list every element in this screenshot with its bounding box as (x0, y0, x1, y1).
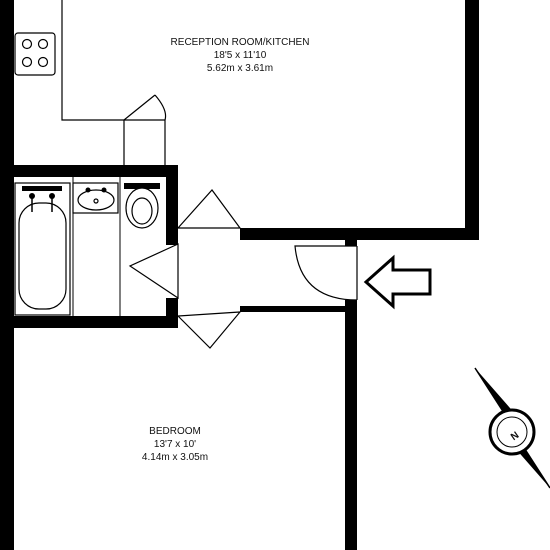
reception-name: RECEPTION ROOM/KITCHEN (171, 37, 310, 48)
basin-icon (72, 182, 119, 214)
bedroom-name: BEDROOM (149, 426, 201, 437)
reception-label: RECEPTION ROOM/KITCHEN 18'5 x 11'10 5.62… (171, 37, 310, 74)
hob-icon (14, 32, 56, 76)
north-compass-icon: N (474, 367, 550, 489)
entrance-arrow-icon (363, 254, 432, 310)
bedroom-label: BEDROOM 13'7 x 10' 4.14m x 3.05m (142, 426, 208, 463)
walls (0, 0, 479, 550)
bedroom-dims-metric: 4.14m x 3.05m (142, 452, 208, 463)
entrance-door[interactable] (294, 245, 358, 301)
reception-door[interactable] (176, 189, 242, 229)
reception-dims-imperial: 18'5 x 11'10 (214, 50, 267, 61)
bedroom-dims-imperial: 13'7 x 10' (154, 439, 196, 450)
bathroom-door[interactable] (128, 243, 179, 300)
kitchen-counter (61, 0, 167, 165)
reception-dims-metric: 5.62m x 3.61m (207, 63, 273, 74)
bedroom-door[interactable] (176, 311, 242, 349)
toilet-icon (124, 183, 160, 229)
bathtub-icon (14, 182, 71, 316)
